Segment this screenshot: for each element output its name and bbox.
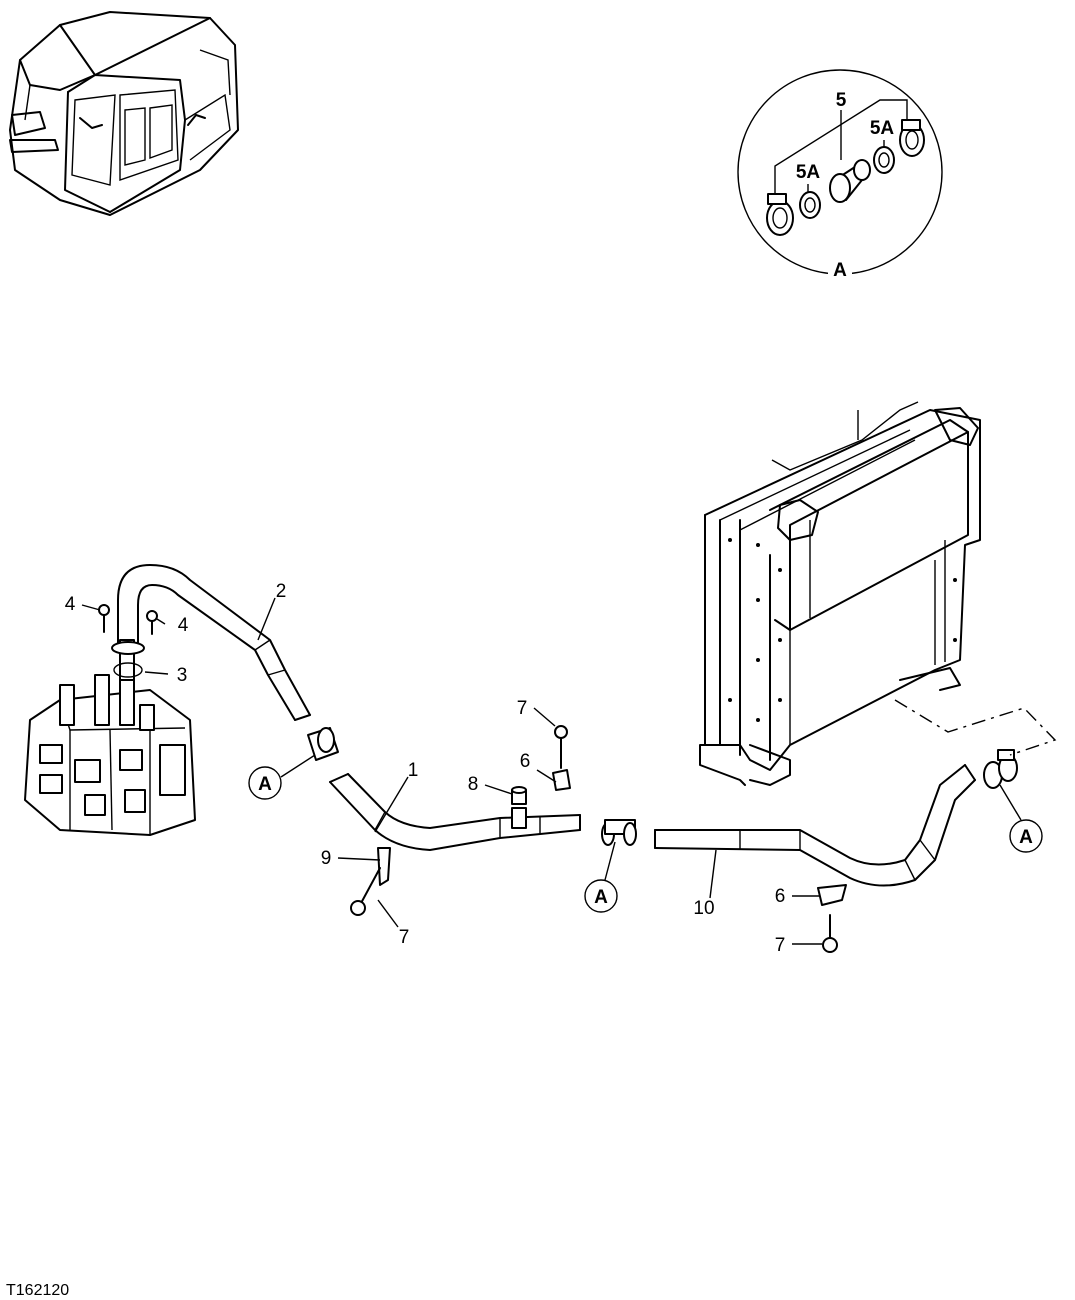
clamp-9 [377, 847, 391, 886]
callout-4-right: 4 [178, 615, 189, 636]
callout-5a-left: 5A [796, 162, 821, 183]
hose-10 [654, 764, 976, 887]
machine-locator-illustration [9, 11, 239, 216]
bolt-7-lower-right [822, 914, 838, 953]
pipe-fitting-icon [829, 159, 871, 203]
cooler-assembly-illustration [699, 401, 981, 786]
plug-8 [511, 786, 527, 805]
clamp-icon [766, 193, 794, 236]
callout-6-upper: 6 [520, 751, 531, 772]
clamp-icon [307, 727, 339, 761]
detail-ref-a-2: A [584, 841, 618, 913]
mounting-hole [728, 538, 957, 722]
clamp-6-upper [552, 769, 571, 791]
hose-clamp-middle [601, 819, 637, 846]
svg-text:A: A [594, 887, 608, 908]
callout-7-lower-left: 7 [399, 927, 410, 948]
callout-7-upper: 7 [517, 698, 528, 719]
callout-10: 10 [693, 898, 714, 919]
hose-2 [111, 564, 311, 721]
detail-a-view: A 5 5A 5A [737, 69, 943, 282]
o-ring-3 [113, 662, 143, 678]
figure-code: T162120 [6, 1282, 69, 1299]
control-valve-illustration [24, 639, 196, 836]
clamp-icon [899, 119, 925, 157]
bolt-7-lower-left [350, 867, 381, 916]
detail-ref-a-3: A [999, 784, 1043, 853]
detail-a-label: A [833, 260, 847, 281]
callout-4-left: 4 [65, 594, 76, 615]
bolt-7-upper [554, 725, 568, 769]
hose-clamp-right [983, 749, 1018, 789]
callout-3: 3 [177, 665, 188, 686]
seal-ring-icon [799, 191, 821, 219]
svg-text:A: A [1019, 827, 1033, 848]
callout-1: 1 [408, 760, 419, 781]
callout-2: 2 [276, 581, 287, 602]
hose-1 [329, 773, 581, 851]
callout-8: 8 [468, 774, 479, 795]
leader-lines [81, 597, 822, 945]
callout-5a-right: 5A [870, 118, 895, 139]
callout-9: 9 [321, 848, 332, 869]
seal-ring-icon [873, 146, 895, 174]
cap-screw-4-left [98, 604, 110, 633]
clamp-6-lower [817, 884, 847, 906]
callout-5: 5 [836, 90, 847, 111]
detail-ref-a-1: A [248, 754, 316, 800]
routing-centerline [894, 699, 1057, 756]
cap-screw-4-right [146, 610, 158, 635]
svg-text:A: A [258, 774, 272, 795]
callout-6-lower: 6 [775, 886, 786, 907]
callout-7-lower-right: 7 [775, 935, 786, 956]
